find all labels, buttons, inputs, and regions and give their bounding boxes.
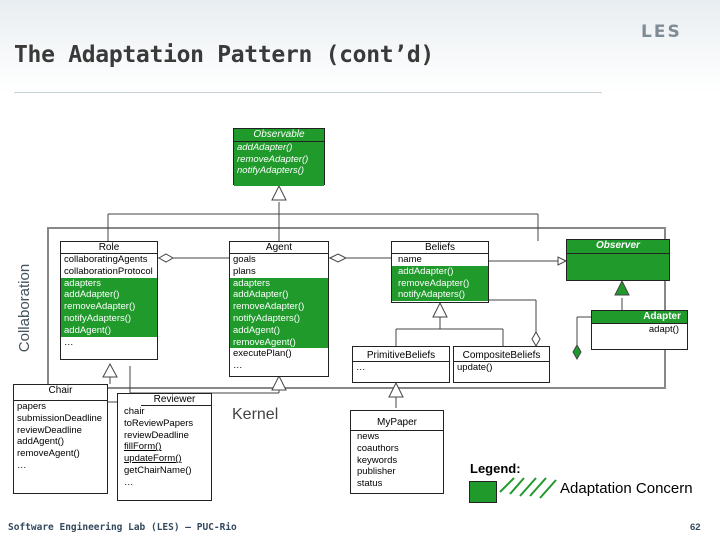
chair-op: …: [17, 459, 27, 471]
inherit-arrow: [271, 184, 287, 201]
agent-op: addAdapter(): [230, 289, 328, 302]
collaboration-frame: [47, 227, 666, 389]
reviewer-op: …: [124, 476, 134, 488]
observer-name: Observer: [596, 240, 640, 251]
composite-beliefs-op: update(): [457, 362, 493, 373]
mypaper-attr: news: [357, 431, 380, 442]
beliefs-op: notifyAdapters(): [392, 289, 488, 302]
reviewer-op: getChairName(): [124, 464, 192, 476]
role-op: …: [64, 336, 74, 348]
adapter-name: Adapter: [592, 311, 687, 323]
legend-title: Legend:: [470, 461, 521, 476]
reviewer-op: updateForm(): [124, 453, 182, 465]
agent-name: Agent: [265, 242, 293, 253]
mypaper-attr: publisher: [357, 466, 396, 478]
role-attr: collaborationProtocol: [64, 265, 153, 277]
agent-op: removeAgent(): [230, 336, 328, 349]
role-op: removeAdapter(): [61, 301, 157, 313]
role-attr: adapters: [61, 277, 157, 290]
primitive-beliefs-name: PrimitiveBeliefs: [366, 350, 436, 361]
reviewer-class: Reviewer chair toReviewPapers reviewDead…: [117, 393, 212, 501]
observable-op: removeAdapter(): [234, 153, 324, 166]
reviewer-name: Reviewer: [153, 394, 196, 405]
chair-name: Chair: [48, 385, 73, 396]
chair-attr: papers: [17, 401, 47, 412]
observable-op: addAdapter(): [234, 141, 324, 154]
mypaper-name: MyPaper: [376, 417, 417, 428]
agent-op: …: [233, 360, 243, 372]
agent-op: addAgent(): [230, 324, 328, 337]
beliefs-class: Beliefs name addAdapter() removeAdapter(…: [391, 241, 489, 303]
composite-beliefs-name: CompositeBeliefs: [462, 350, 541, 361]
reviewer-attr: toReviewPapers: [124, 417, 194, 429]
agent-class: Agent goals plans adapters addAdapter() …: [229, 241, 329, 377]
mypaper-attr: coauthors: [357, 442, 399, 454]
title-divider: [14, 92, 602, 93]
primitive-beliefs-class: PrimitiveBeliefs …: [352, 346, 450, 383]
agent-attr: plans: [233, 265, 256, 277]
role-class: Role collaboratingAgents collaborationPr…: [60, 241, 158, 360]
beliefs-op: removeAdapter(): [392, 277, 488, 290]
role-attr: collaboratingAgents: [64, 254, 148, 265]
aggregation-diamond: [157, 253, 175, 263]
role-op: addAgent(): [61, 324, 157, 337]
beliefs-attr: name: [398, 254, 422, 265]
beliefs-name: Beliefs: [424, 242, 455, 253]
les-logo: LES: [641, 22, 682, 42]
role-op: addAdapter(): [61, 289, 157, 302]
chair-attr: reviewDeadline: [17, 424, 82, 436]
agent-op: notifyAdapters(): [230, 312, 328, 325]
slide-title: The Adaptation Pattern (cont’d): [14, 42, 434, 68]
observable-class: Observable addAdapter() removeAdapter() …: [233, 128, 325, 187]
chair-op: addAgent(): [17, 436, 65, 448]
observer-class: Observer: [566, 239, 670, 281]
footer-text: Software Engineering Lab (LES) – PUC-Rio: [8, 522, 237, 533]
legend-item: Adaptation Concern: [560, 480, 693, 497]
role-name: Role: [98, 242, 120, 253]
composite-beliefs-class: CompositeBeliefs update(): [453, 346, 550, 383]
observable-name: Observable: [234, 129, 324, 141]
primitive-beliefs-attr: …: [356, 362, 366, 373]
chair-class: Chair papers submissionDeadline reviewDe…: [13, 384, 108, 494]
reviewer-attr: reviewDeadline: [124, 429, 189, 441]
page-number: 62: [690, 522, 701, 533]
agent-op: removeAdapter(): [230, 301, 328, 313]
mypaper-attr: status: [357, 478, 383, 490]
mypaper-class: MyPaper news coauthors keywords publishe…: [350, 410, 444, 494]
chair-op: removeAgent(): [17, 448, 80, 460]
adapter-op: adapt(): [648, 323, 679, 335]
chair-attr: submissionDeadline: [17, 412, 103, 424]
agent-attr: adapters: [230, 277, 328, 290]
legend-swatch: [469, 481, 497, 503]
reviewer-attr: chair: [124, 406, 145, 417]
observable-op: notifyAdapters(): [234, 165, 324, 187]
reviewer-op: fillForm(): [124, 441, 162, 453]
header-band: [0, 0, 720, 94]
adapter-class: Adapter adapt(): [591, 310, 688, 350]
collaboration-label: Collaboration: [16, 263, 33, 353]
kernel-label: Kernel: [232, 406, 279, 423]
agent-op: executePlan(): [233, 348, 292, 360]
agent-attr: goals: [233, 254, 256, 265]
role-op: notifyAdapters(): [61, 312, 157, 325]
mypaper-attr: keywords: [357, 454, 398, 466]
beliefs-op: addAdapter(): [392, 265, 488, 278]
